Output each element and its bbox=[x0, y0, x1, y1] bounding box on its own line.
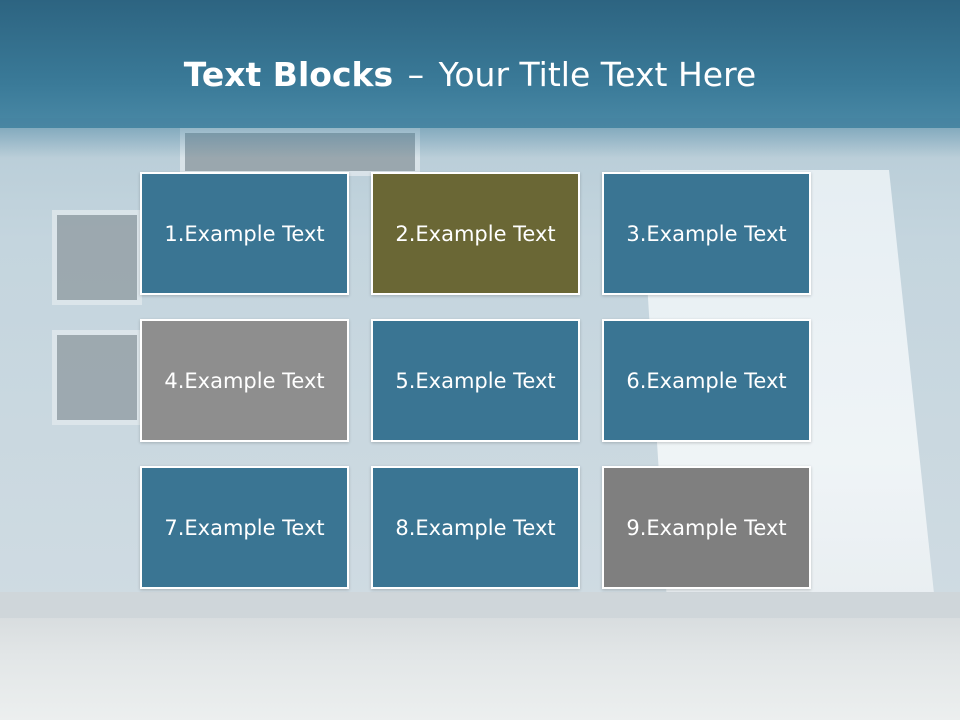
text-block-2: 2.Example Text bbox=[371, 172, 580, 295]
text-block-label: 9.Example Text bbox=[626, 515, 787, 540]
text-block-4: 4.Example Text bbox=[140, 319, 349, 442]
title-bold-text: Text Blocks bbox=[183, 55, 394, 94]
wall-frame bbox=[52, 210, 142, 305]
text-block-label: 6.Example Text bbox=[626, 368, 787, 393]
text-block-label: 7.Example Text bbox=[164, 515, 325, 540]
text-block-3: 3.Example Text bbox=[602, 172, 811, 295]
text-block-label: 8.Example Text bbox=[395, 515, 556, 540]
title-dash: – bbox=[407, 55, 425, 94]
title-bar bbox=[0, 0, 960, 128]
text-block-9: 9.Example Text bbox=[602, 466, 811, 589]
wall-frame bbox=[52, 330, 142, 425]
text-block-label: 4.Example Text bbox=[164, 368, 325, 393]
text-block-1: 1.Example Text bbox=[140, 172, 349, 295]
slide-title: Text Blocks – Your Title Text Here bbox=[0, 55, 940, 94]
text-block-label: 2.Example Text bbox=[395, 221, 556, 246]
baseboard bbox=[0, 592, 960, 618]
text-block-8: 8.Example Text bbox=[371, 466, 580, 589]
text-block-7: 7.Example Text bbox=[140, 466, 349, 589]
text-block-label: 1.Example Text bbox=[164, 221, 325, 246]
text-block-5: 5.Example Text bbox=[371, 319, 580, 442]
text-block-6: 6.Example Text bbox=[602, 319, 811, 442]
title-text: Your Title Text Here bbox=[438, 55, 757, 94]
title-bar-fade bbox=[0, 118, 960, 158]
text-block-label: 5.Example Text bbox=[395, 368, 556, 393]
text-block-label: 3.Example Text bbox=[626, 221, 787, 246]
